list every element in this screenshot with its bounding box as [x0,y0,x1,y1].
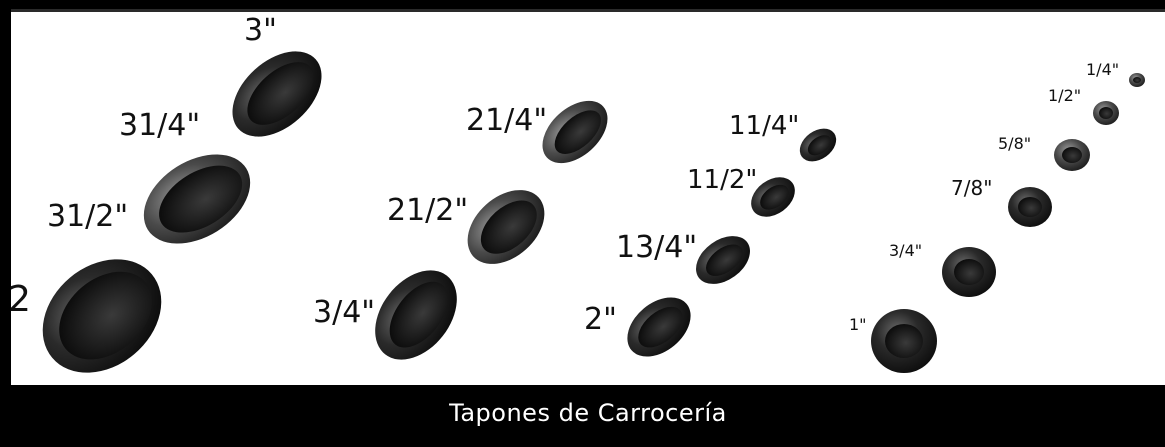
plug-1in [871,309,937,373]
size-label: 3/4" [889,241,923,260]
caption-text: Tapones de Carrocería [449,398,727,427]
plug-1-1-2in [751,177,795,217]
size-label: 3/4" [313,295,376,330]
plug-3-4in-group2 [375,270,457,360]
size-label: 31/4" [119,108,201,143]
plug-1-4in [1129,73,1145,87]
size-label: 5/8" [998,134,1032,153]
size-label: 31/2" [47,199,129,234]
plug-2-1-4in [542,100,608,164]
product-photo: 3" 31/4" 31/2" 2 21/4" 21/2" 3/4" 11/4" … [8,12,1165,385]
size-label: 1/2" [1048,86,1082,105]
size-label: 7/8" [951,176,993,200]
size-label: 21/4" [466,103,548,138]
size-label: 11/4" [729,111,800,141]
size-label: 21/2" [387,193,469,228]
plug-1-2in [1093,101,1119,125]
size-label: 11/2" [687,165,758,195]
plug-3-4in-group4 [942,247,996,297]
plug-7-8in [1008,187,1052,227]
plug-3-1-4in [143,154,251,244]
plug-3in [232,51,322,137]
size-label: 3" [244,13,277,48]
size-label: 2 [8,279,31,320]
plug-1-3-4in [696,236,750,284]
size-label: 1" [849,315,867,334]
size-label: 1/4" [1086,60,1120,79]
top-border [11,9,1165,13]
plug-2-1-2in [467,190,545,264]
plug-3-1-2in [42,259,162,373]
size-label: 2" [584,302,617,337]
plug-1-1-4in [799,128,837,162]
caption-bar: Tapones de Carrocería [11,385,1165,440]
plug-5-8in [1054,139,1090,171]
plugs-illustration [42,51,1145,373]
plug-2in-group3 [627,297,691,357]
size-label: 13/4" [616,230,698,265]
